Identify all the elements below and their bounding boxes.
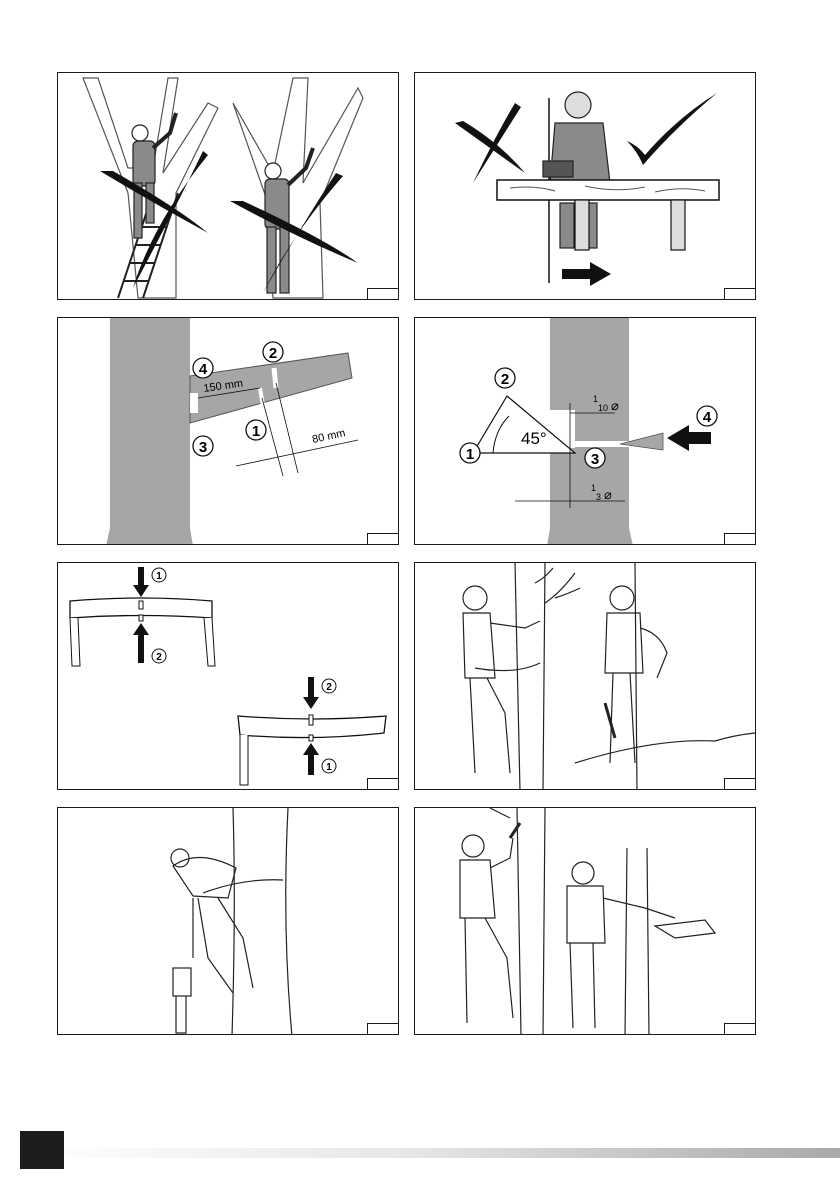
cross-mark-icon (230, 173, 358, 293)
callout-4: 4 (193, 358, 213, 378)
cross-mark-icon (455, 103, 525, 183)
callout-1: 1 (246, 420, 266, 440)
figure-panel-ladder-warning (57, 72, 399, 300)
climber-saw-illustration (58, 808, 399, 1035)
arrow-left-icon (667, 425, 711, 451)
tree-trunk (515, 563, 545, 790)
callout-2: 2 (495, 368, 515, 388)
figure-number-tab (724, 533, 756, 545)
svg-text:4: 4 (703, 409, 712, 426)
figure-panel-climbing-harness (414, 562, 756, 790)
figure-panel-branch-cut: 150 mm 80 mm 4 2 1 3 (57, 317, 399, 545)
arrow-right-icon (562, 262, 611, 286)
arrow-up-icon (133, 623, 149, 663)
tree-outline (233, 78, 363, 298)
figure-number-tab (724, 1023, 756, 1035)
figure-number-tab (724, 288, 756, 300)
climber-left (460, 823, 520, 1023)
svg-text:4: 4 (199, 361, 208, 378)
svg-text:1: 1 (252, 423, 260, 440)
figure-number-tab (367, 778, 399, 790)
figure-panel-log-support (414, 72, 756, 300)
dimension-label-80: 80 mm (311, 427, 346, 446)
svg-text:⌀: ⌀ (611, 398, 619, 413)
arrow-up-icon (303, 743, 319, 775)
log-support-illustration (415, 73, 756, 300)
callout-2: 2 (263, 342, 283, 362)
tree-trunk (106, 318, 193, 545)
climber-right (567, 862, 715, 1028)
callout-3: 3 (193, 436, 213, 456)
log-tension-diagram: 1 2 2 1 (58, 563, 399, 790)
svg-text:⌀: ⌀ (604, 487, 612, 502)
page-footer-gradient-bar (64, 1148, 840, 1158)
callout-2: 2 (152, 649, 166, 663)
arrow-down-icon (303, 677, 319, 709)
tree-trunk (232, 808, 292, 1035)
check-mark-icon (627, 93, 717, 165)
svg-text:3: 3 (596, 492, 601, 502)
svg-text:1: 1 (466, 446, 474, 463)
angle-label: 45° (521, 429, 547, 448)
svg-text:2: 2 (501, 371, 509, 388)
trestle (575, 200, 589, 250)
figure-number-tab (367, 288, 399, 300)
callout-1: 1 (460, 443, 480, 463)
callout-1: 1 (152, 568, 166, 582)
branch-cut-diagram: 150 mm 80 mm 4 2 1 3 (58, 318, 399, 545)
figure-number-tab (367, 533, 399, 545)
callout-4: 4 (697, 406, 717, 426)
svg-text:2: 2 (269, 345, 277, 362)
ladder-warning-illustration (58, 73, 399, 300)
climber (171, 849, 283, 993)
svg-text:3: 3 (591, 451, 599, 468)
climbers-cutting-illustration (415, 808, 756, 1035)
trestle (671, 200, 685, 250)
figure-panel-log-tension: 1 2 2 1 (57, 562, 399, 790)
callout-1: 1 (322, 759, 336, 773)
callout-3: 3 (585, 448, 605, 468)
svg-text:2: 2 (326, 682, 332, 693)
tree-trunk (517, 808, 545, 1035)
page-footer-block (20, 1131, 64, 1169)
svg-text:2: 2 (156, 652, 162, 663)
log (497, 180, 719, 200)
svg-text:10: 10 (598, 403, 608, 413)
hanging-chainsaw (173, 968, 191, 1033)
svg-text:3: 3 (199, 439, 207, 456)
svg-text:1: 1 (326, 762, 332, 773)
figure-number-tab (724, 778, 756, 790)
felling-notch-diagram: 45° 1 10 ⌀ 1 3 ⌀ 2 1 3 4 (415, 318, 756, 545)
arrow-down-icon (133, 567, 149, 597)
climber-left (463, 586, 540, 773)
climbing-harness-illustration (415, 563, 756, 790)
figure-panel-felling-notch: 45° 1 10 ⌀ 1 3 ⌀ 2 1 3 4 (414, 317, 756, 545)
figure-number-tab (367, 1023, 399, 1035)
callout-2: 2 (322, 679, 336, 693)
figure-panel-climber-saw (57, 807, 399, 1035)
figure-panel-climbers-cutting (414, 807, 756, 1035)
svg-text:1: 1 (156, 571, 162, 582)
